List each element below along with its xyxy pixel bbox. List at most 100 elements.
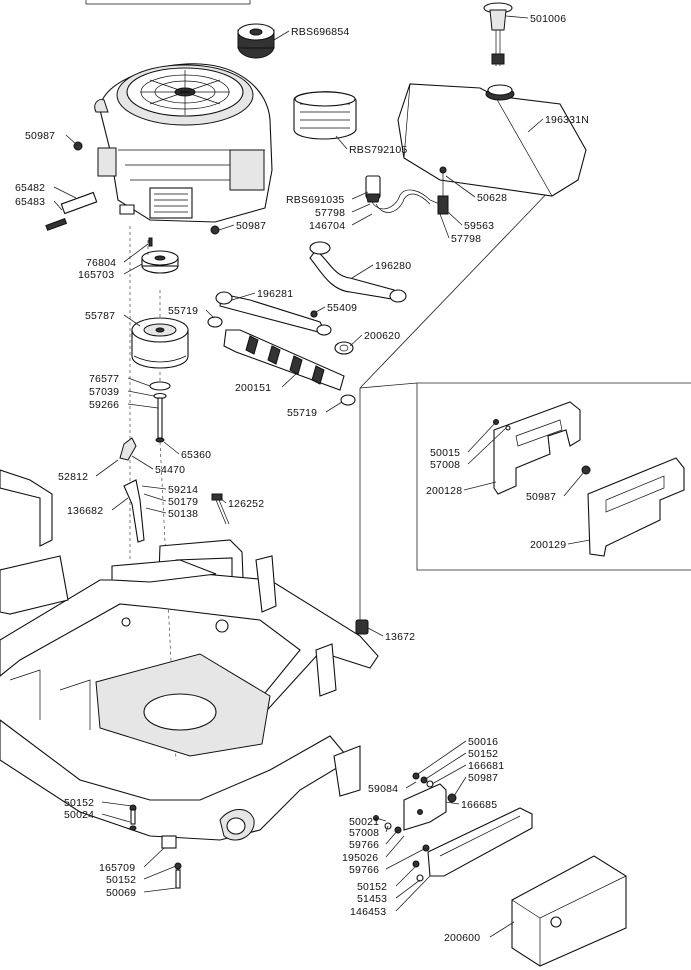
leader-line (231, 292, 256, 301)
part-number-callout: 50024 (64, 809, 94, 821)
chassis-frame (0, 469, 379, 841)
leader-line (375, 817, 387, 822)
air-filter (293, 91, 357, 140)
leader-line (123, 243, 149, 263)
part-number-callout: 57008 (349, 827, 379, 839)
part-number-callout: 76804 (86, 257, 116, 269)
inset-leader (359, 382, 418, 620)
leader-line (127, 390, 155, 397)
part-number-callout: 50138 (168, 508, 198, 520)
part-number-callout: 59766 (349, 864, 379, 876)
part-number-callout: 200600 (444, 932, 480, 944)
part-number-callout: 196331N (545, 114, 589, 126)
part-number-callout: 13672 (385, 631, 415, 643)
leader-line (417, 740, 467, 775)
leader-line (567, 539, 591, 545)
part-number-callout: 165709 (99, 862, 135, 874)
leader-line (527, 118, 544, 133)
part-number-callout: 50152 (64, 797, 94, 809)
leader-line (53, 200, 63, 211)
heat-shield-200151 (223, 329, 345, 391)
part-number-callout: 50016 (468, 736, 498, 748)
hitch-plate-146453 (427, 807, 533, 877)
part-number-callout: 59266 (89, 399, 119, 411)
part-number-callout: 76577 (89, 373, 119, 385)
leader-line (95, 459, 119, 477)
clamp-55719 (207, 316, 356, 406)
exhaust-pipe-196281 (215, 291, 332, 336)
leader-line (218, 224, 235, 231)
part-number-callout: 52812 (58, 471, 88, 483)
part-number-callout: 51453 (357, 893, 387, 905)
header-box-fragment (85, 0, 251, 5)
vertical-axis-lines (129, 226, 149, 560)
leader-line (563, 471, 585, 497)
tank-leader (359, 159, 580, 389)
leader-lines (53, 15, 591, 938)
inset-plate-200129 (587, 457, 685, 557)
part-number-callout: 166685 (461, 799, 497, 811)
leader-line (101, 813, 131, 823)
part-number-callout: 57008 (430, 459, 460, 471)
part-number-callout: 200128 (426, 485, 462, 497)
part-number-callout: 54470 (155, 464, 185, 476)
leader-line (423, 752, 467, 781)
part-number-callout: 59563 (464, 220, 494, 232)
part-number-callout: 50987 (468, 772, 498, 784)
part-number-callout: 59766 (349, 839, 379, 851)
leader-line (141, 485, 167, 490)
leader-line (405, 781, 417, 789)
leader-line (281, 373, 297, 388)
leader-line (349, 334, 363, 347)
inset-detail-box (416, 382, 691, 571)
pulley (141, 250, 179, 274)
part-number-callout: 50987 (236, 220, 266, 232)
leader-line (123, 314, 141, 327)
leader-line (53, 186, 77, 199)
part-number-callout: RBS696854 (291, 26, 349, 38)
part-number-callout: 146704 (309, 220, 345, 232)
part-number-callout: 50628 (477, 192, 507, 204)
part-number-callout: 165703 (78, 269, 114, 281)
bracket-166685 (403, 783, 447, 831)
leader-line (205, 309, 215, 319)
leader-line (395, 875, 431, 912)
part-number-callout: 65482 (15, 182, 45, 194)
part-number-callout: RBS792105 (349, 144, 407, 156)
part-number-callout: 55787 (85, 310, 115, 322)
part-number-callout: 501006 (530, 13, 566, 25)
leader-line (143, 865, 177, 880)
clutch-hardware (149, 381, 171, 443)
leader-line (447, 211, 463, 226)
leader-line (385, 847, 427, 870)
weight-box-200600 (511, 855, 627, 967)
part-number-callout: 55409 (327, 302, 357, 314)
part-number-callout: 200151 (235, 382, 271, 394)
part-number-callout: 50152 (357, 881, 387, 893)
part-number-callout: 59084 (368, 783, 398, 795)
leader-line (315, 306, 326, 313)
leader-line (65, 134, 79, 147)
part-number-callout: RBS691035 (286, 194, 344, 206)
leader-line (445, 801, 460, 805)
leader-line (143, 887, 177, 893)
pto-clutch (131, 317, 189, 369)
bumper-13672 (355, 619, 369, 635)
part-number-callout: 65360 (181, 449, 211, 461)
exhaust-pipe-196280 (309, 241, 407, 303)
part-number-callout: 126252 (228, 498, 264, 510)
leader-line (325, 401, 343, 413)
part-number-callout: 65483 (15, 196, 45, 208)
leader-line (127, 403, 159, 409)
dipstick-126252 (211, 493, 230, 525)
leader-line (395, 879, 421, 899)
part-number-callout: 136682 (67, 505, 103, 517)
part-number-callout: 55719 (168, 305, 198, 317)
leader-line (505, 15, 529, 19)
leader-line (123, 263, 143, 275)
leader-line (163, 441, 180, 455)
part-number-callout: 200129 (530, 539, 566, 551)
